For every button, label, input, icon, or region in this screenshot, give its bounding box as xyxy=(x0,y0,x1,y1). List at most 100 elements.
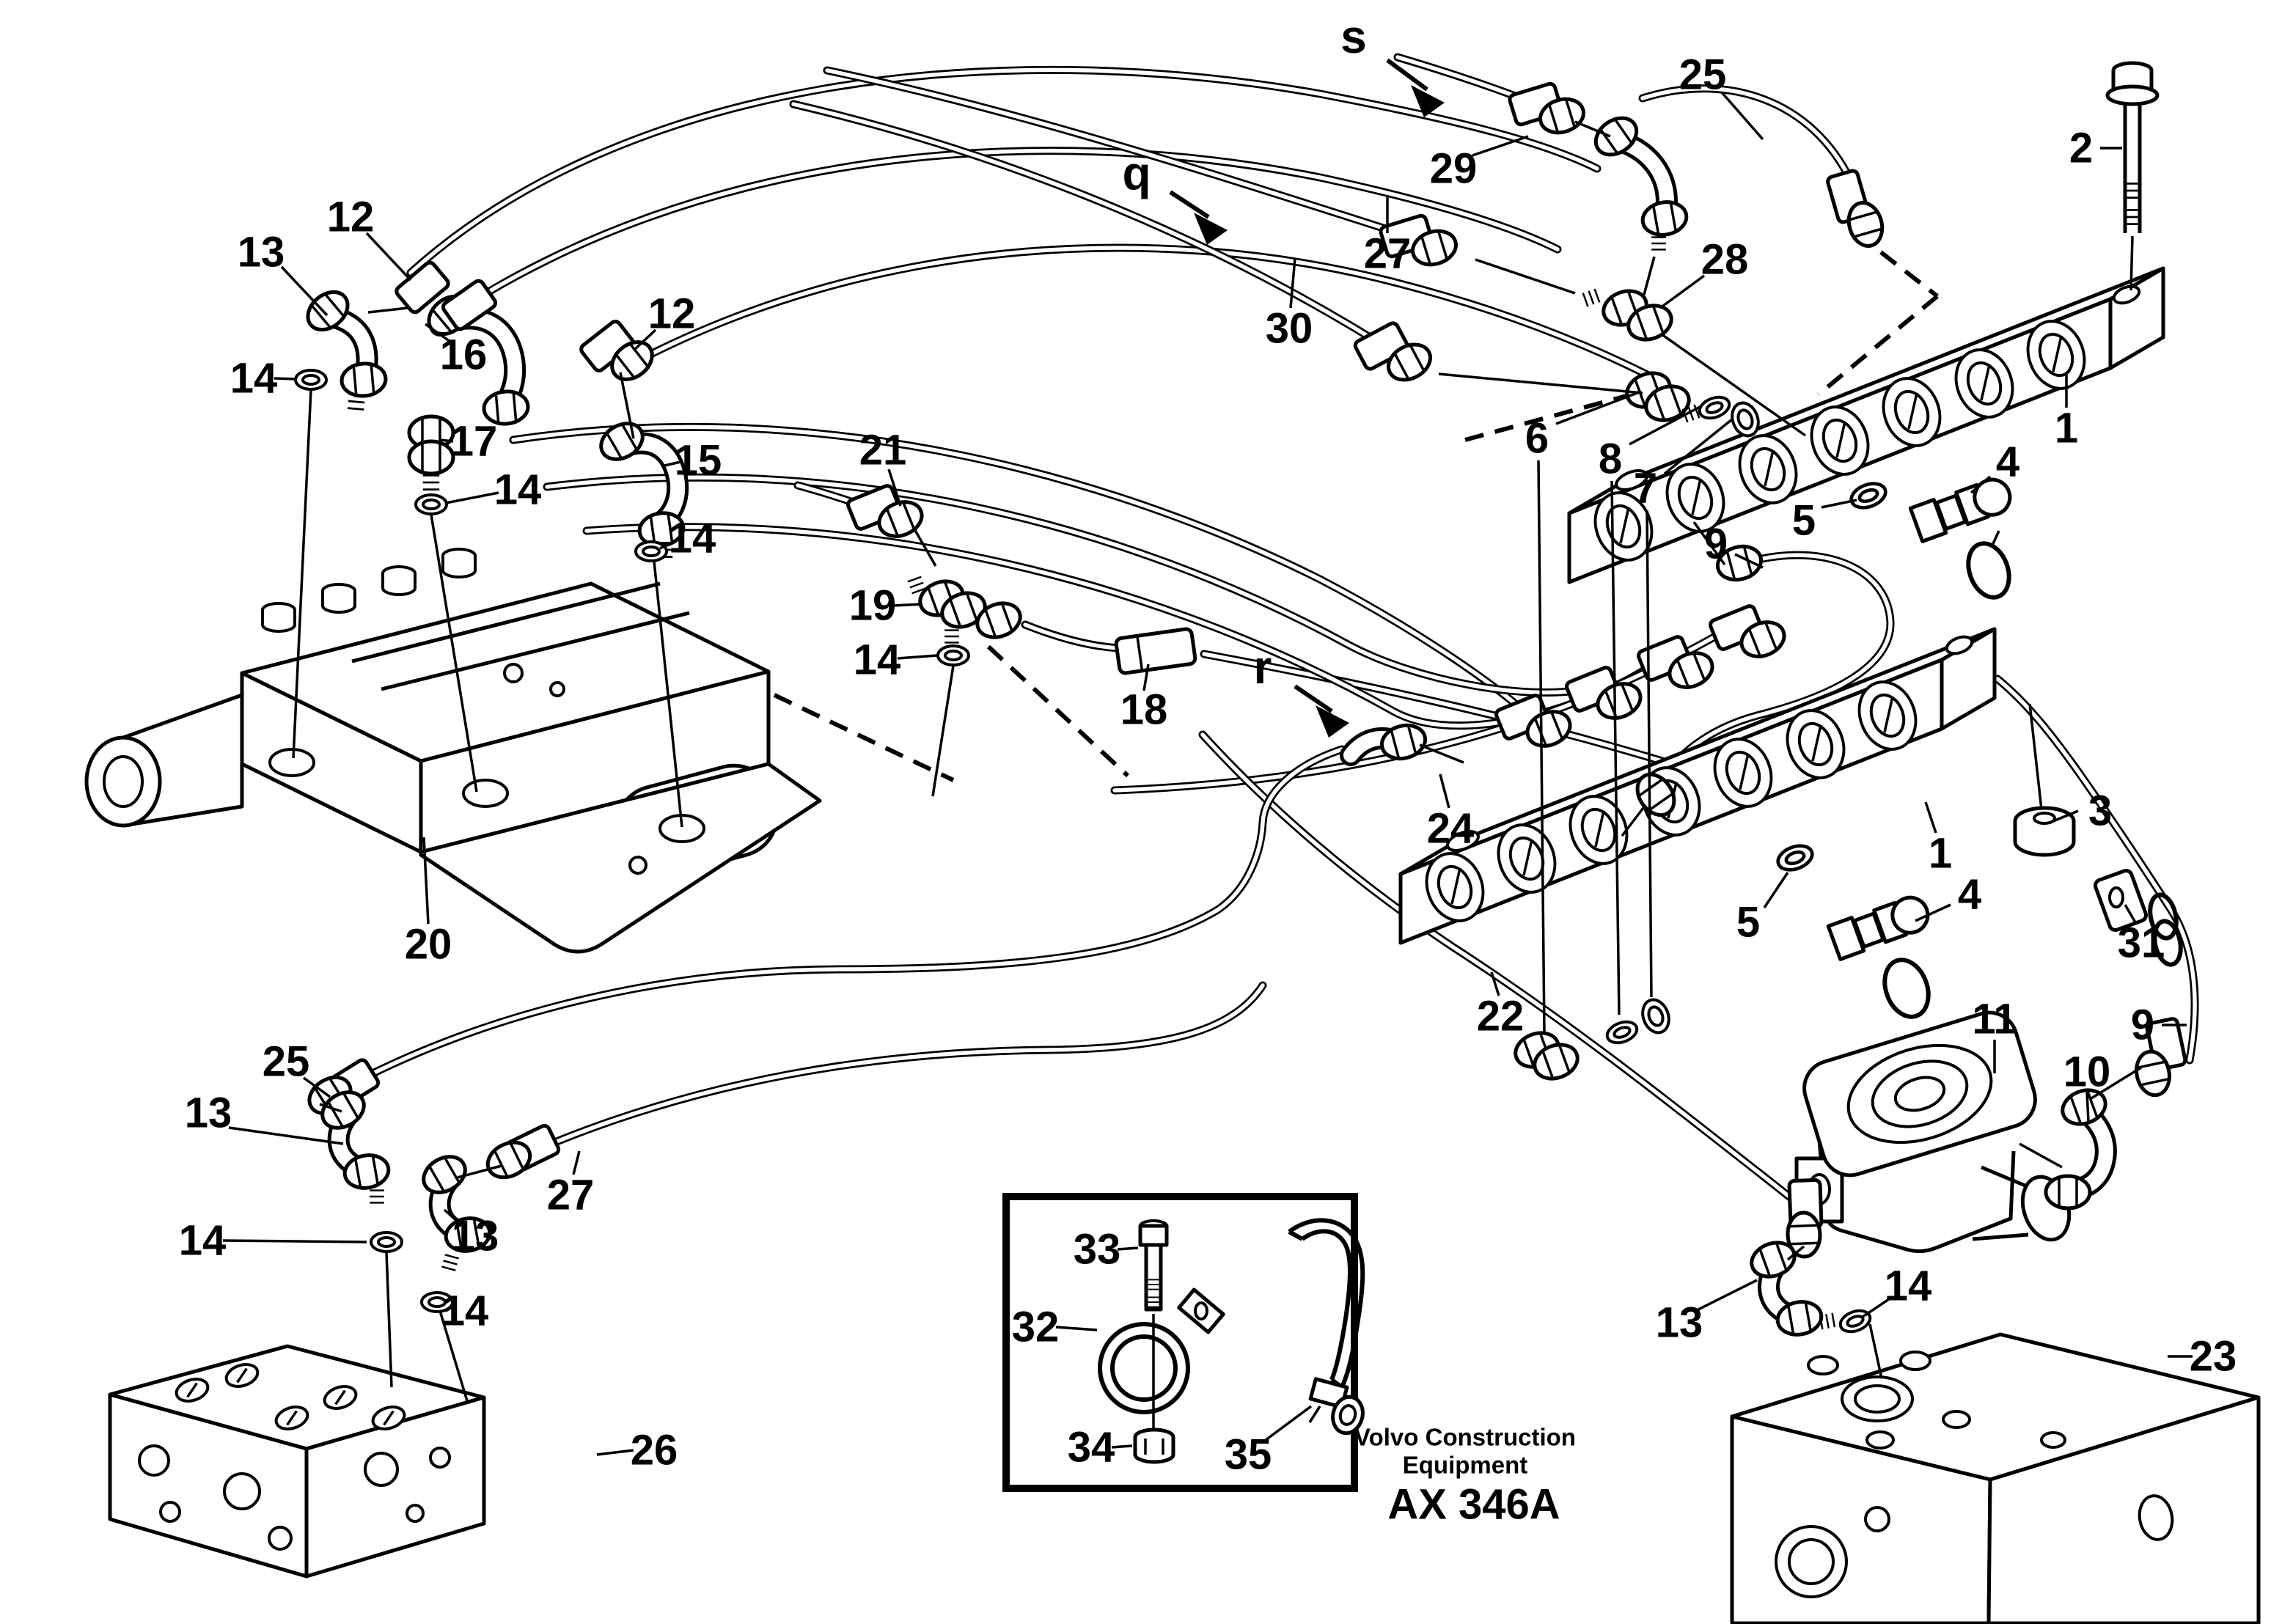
brand-line1: Volvo Construction xyxy=(1354,1424,1576,1451)
callout-5: 5 xyxy=(1736,872,1789,947)
callout-31: 31 xyxy=(2118,904,2165,967)
callout-27: 27 xyxy=(1364,195,1412,278)
callout-28: 28 xyxy=(1659,236,1749,309)
callout-2: 2 xyxy=(2069,125,2122,172)
callout-label-3: 3 xyxy=(2088,787,2112,835)
callout-30: 30 xyxy=(1266,257,1313,353)
callout-label-23: 23 xyxy=(2190,1333,2237,1381)
callout-label-17: 17 xyxy=(450,418,498,466)
callout-12: 12 xyxy=(632,290,695,352)
callout-label-22: 22 xyxy=(1477,993,1525,1040)
callout-18: 18 xyxy=(1120,664,1168,734)
callout-35: 35 xyxy=(1225,1405,1313,1479)
callout-label-15: 15 xyxy=(675,437,722,485)
callout-label-13: 13 xyxy=(238,229,285,276)
callout-14: 14 xyxy=(179,1217,367,1265)
callout-15: 15 xyxy=(661,437,722,485)
callout-label-24: 24 xyxy=(1427,805,1475,853)
callout-label-14: 14 xyxy=(494,466,542,514)
callout-33: 33 xyxy=(1074,1226,1139,1274)
callout-13: 13 xyxy=(185,1090,344,1145)
callout-label-12: 12 xyxy=(327,194,375,241)
hose-fittings xyxy=(294,83,2186,1338)
callout-11: 11 xyxy=(1972,996,2017,1073)
callout-4: 4 xyxy=(1915,871,1981,922)
callout-16: 16 xyxy=(424,323,487,379)
callout-12: 12 xyxy=(327,194,412,282)
callout-6: 6 xyxy=(1525,390,1642,1033)
o-ring-5-top xyxy=(1848,480,1889,512)
quick-coupler-4-bottom xyxy=(1826,895,1931,1019)
callout-label-18: 18 xyxy=(1120,686,1168,734)
strap-35 xyxy=(1288,1218,1365,1436)
callout-14: 14 xyxy=(445,466,542,514)
callout-14: 14 xyxy=(1862,1263,1932,1318)
callout-1: 1 xyxy=(1924,801,1952,878)
callout-5: 5 xyxy=(1792,497,1857,545)
callout-14: 14 xyxy=(230,355,296,403)
callout-24: 24 xyxy=(1427,774,1475,853)
callout-22: 22 xyxy=(1477,971,1525,1040)
letters-layer: sqr xyxy=(1122,10,1445,738)
bolt-33 xyxy=(1138,1219,1169,1430)
callout-label-33: 33 xyxy=(1074,1226,1121,1274)
callout-26: 26 xyxy=(596,1427,678,1474)
callout-label-14: 14 xyxy=(230,355,278,403)
junction-block-26 xyxy=(108,1344,486,1579)
callout-label-5: 5 xyxy=(1792,497,1816,545)
callout-7: 7 xyxy=(1634,418,1733,998)
callout-34: 34 xyxy=(1068,1424,1133,1471)
callout-label-32: 32 xyxy=(1012,1304,1060,1351)
quick-coupler-4-top xyxy=(1908,477,2012,600)
letter-s: s xyxy=(1340,10,1445,117)
callout-label-7: 7 xyxy=(1634,465,1657,512)
callout-32: 32 xyxy=(1012,1304,1098,1351)
arrowhead-icon xyxy=(1316,705,1349,738)
callout-label-5: 5 xyxy=(1736,899,1760,947)
clamp-bracket-31 xyxy=(2094,869,2183,967)
figure-code: AX 346A xyxy=(1387,1481,1560,1529)
top-manifold-1 xyxy=(1567,266,2165,584)
arrowhead-icon xyxy=(1411,85,1445,117)
callout-label-9: 9 xyxy=(1704,521,1728,568)
callout-label-14: 14 xyxy=(1885,1263,1932,1310)
callout-13: 13 xyxy=(1656,1279,1758,1347)
plug-nut-3 xyxy=(2013,703,2076,857)
callout-label-34: 34 xyxy=(1068,1424,1115,1471)
o-ring-5-bottom xyxy=(1775,842,1816,875)
callout-label-19: 19 xyxy=(849,582,897,630)
callout-19: 19 xyxy=(849,582,923,630)
axis-lines xyxy=(292,120,2142,1404)
callout-27: 27 xyxy=(547,1150,595,1219)
callout-label-14: 14 xyxy=(669,515,716,562)
callout-13: 13 xyxy=(443,1208,499,1260)
callout-label-27: 27 xyxy=(1364,230,1412,278)
callout-label-29: 29 xyxy=(1430,145,1478,193)
callout-label-28: 28 xyxy=(1701,236,1749,284)
callout-21: 21 xyxy=(859,427,907,507)
callout-25: 25 xyxy=(263,1038,331,1098)
callout-label-14: 14 xyxy=(854,636,901,684)
callout-23: 23 xyxy=(2168,1333,2237,1381)
callout-9: 9 xyxy=(1704,521,1764,569)
callout-label-13: 13 xyxy=(452,1213,499,1260)
callout-label-31: 31 xyxy=(2118,919,2165,967)
callout-14: 14 xyxy=(854,636,938,684)
callout-label-13: 13 xyxy=(185,1090,232,1137)
callout-label-21: 21 xyxy=(859,427,907,474)
brand-line2: Equipment xyxy=(1403,1452,1528,1479)
callout-20: 20 xyxy=(405,837,452,969)
callout-label-1: 1 xyxy=(2055,405,2078,452)
callout-label-11: 11 xyxy=(1972,996,2017,1043)
callout-label-30: 30 xyxy=(1266,305,1313,353)
callout-14: 14 xyxy=(441,1287,489,1335)
callout-label-27: 27 xyxy=(547,1172,595,1219)
callout-17: 17 xyxy=(439,418,498,466)
callout-14: 14 xyxy=(659,515,716,562)
junction-block-23 xyxy=(1730,1332,2261,1624)
callout-label-8: 8 xyxy=(1599,436,1622,483)
clamp-32 xyxy=(1098,1287,1225,1414)
hidden-dashed-lines xyxy=(773,250,1939,782)
